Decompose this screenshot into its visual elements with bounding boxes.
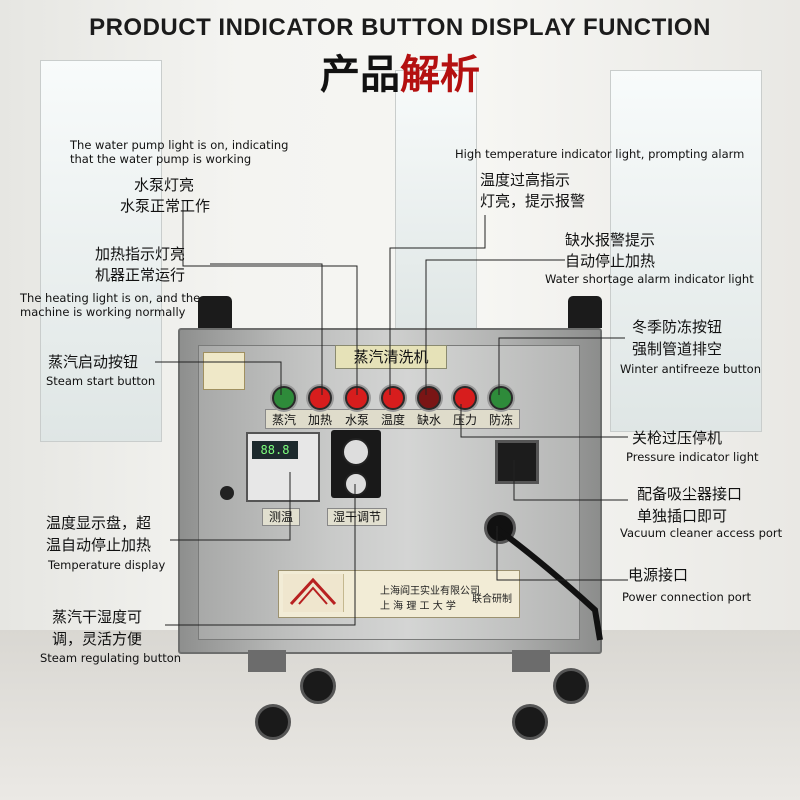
humidity-knob-top[interactable] — [342, 438, 370, 466]
indicator-label-4: 温度 — [380, 413, 405, 427]
indicator-label-1: 蒸汽 — [271, 413, 296, 427]
caster-right-back — [553, 668, 589, 704]
steam-reg-en: Steam regulating button — [40, 651, 182, 665]
indicator-light-4[interactable] — [381, 386, 405, 410]
heating-cn-1: 加热指示灯亮 — [95, 245, 186, 263]
title-cn-analysis: 解析 — [400, 51, 480, 98]
power-cn: 电源接口 — [628, 566, 689, 584]
pressure-en: Pressure indicator light — [626, 450, 759, 464]
handle-right — [568, 296, 602, 328]
caster-left-back — [300, 668, 336, 704]
steam-reg-cn-2: 调，灵活方便 — [52, 630, 143, 648]
indicator-label-3: 水泵 — [344, 413, 369, 427]
pressure-cn: 关枪过压停机 — [632, 429, 723, 447]
steam-start-leader — [155, 361, 282, 395]
antifreeze-en: Winter antifreeze button — [620, 362, 761, 376]
indicator-label-6: 压力 — [452, 413, 477, 427]
water-leader — [425, 259, 565, 395]
indicator-light-5[interactable] — [417, 386, 441, 410]
window-right — [610, 70, 762, 432]
pump-cn-1: 水泵灯亮 — [134, 176, 195, 194]
antifreeze-cn-1: 冬季防冻按钮 — [632, 318, 723, 336]
joint-development: 联合研制 — [472, 594, 512, 605]
caster-mount-left — [248, 650, 286, 672]
water-en: Water shortage alarm indicator light — [545, 272, 754, 286]
vacuum-cn-1: 配备吸尘器接口 — [637, 485, 743, 503]
steam-start-cn: 蒸汽启动按钮 — [48, 353, 139, 371]
temp-display-cn-2: 温自动停止加热 — [46, 536, 152, 554]
vacuum-leader — [513, 460, 628, 501]
indicator-label-5: 缺水 — [416, 413, 441, 427]
pump-leader — [182, 200, 358, 395]
humidity-label: 湿干调节 — [327, 508, 387, 526]
water-cn-1: 缺水报警提示 — [565, 231, 656, 249]
indicator-light-1[interactable] — [272, 386, 296, 410]
heating-en-1: The heating light is on, and the — [20, 291, 201, 305]
indicator-light-6[interactable] — [453, 386, 477, 410]
water-cn-2: 自动停止加热 — [565, 252, 656, 270]
caster-left-front — [255, 704, 291, 740]
temp-display-cn-1: 温度显示盘，超 — [46, 514, 152, 532]
temp-leader — [389, 215, 486, 395]
indicator-light-7[interactable] — [489, 386, 513, 410]
indicator-label-2: 加热 — [307, 413, 332, 427]
page-title-en: PRODUCT INDICATOR BUTTON DISPLAY FUNCTIO… — [89, 14, 711, 41]
temperature-readout: 88.8 — [252, 441, 298, 459]
floor — [0, 630, 800, 800]
vacuum-socket[interactable] — [495, 440, 539, 484]
pressure-leader — [460, 404, 628, 438]
warning-sticker — [203, 352, 245, 390]
power-leader — [496, 526, 628, 581]
vacuum-cn-2: 单独插口即可 — [637, 507, 728, 525]
antifreeze-cn-2: 强制管道排空 — [632, 340, 723, 358]
caster-mount-right — [512, 650, 550, 672]
pump-cn-2: 水泵正常工作 — [120, 197, 211, 215]
page-title-cn: 产品解析 — [0, 42, 800, 100]
temp-display-leader — [170, 472, 291, 541]
brand-logo — [283, 574, 344, 612]
indicator-light-2[interactable] — [308, 386, 332, 410]
heating-cn-2: 机器正常运行 — [95, 266, 186, 284]
machine-nameplate: 蒸汽清洗机 — [335, 345, 447, 369]
steam-start-en: Steam start button — [46, 374, 156, 388]
high-temp-cn-2: 灯亮，提示报警 — [480, 192, 586, 210]
university-name: 上 海 理 工 大 学 — [380, 601, 456, 612]
power-en: Power connection port — [622, 590, 752, 604]
heating-en-2: machine is working normally — [20, 305, 186, 319]
vacuum-en: Vacuum cleaner access port — [620, 526, 783, 540]
brand-plate — [278, 570, 520, 618]
window-left — [40, 60, 162, 442]
high-temp-cn-1: 温度过高指示 — [480, 171, 571, 189]
high-temp-desc: High temperature indicator light, prompt… — [455, 147, 745, 161]
probe-socket[interactable] — [220, 486, 234, 500]
humidity-leader — [165, 484, 356, 626]
indicator-label-7: 防冻 — [488, 413, 513, 427]
temp-display-en: Temperature display — [48, 558, 166, 572]
company-name: 上海阎王实业有限公司 — [380, 586, 480, 597]
antifreeze-leader — [498, 337, 625, 395]
pump-desc-line: The water pump light is on, indicating t… — [70, 138, 289, 166]
steam-reg-cn-1: 蒸汽干湿度可 — [52, 608, 143, 626]
logo-emblem-icon — [289, 577, 337, 606]
power-cable — [494, 525, 603, 641]
handle-left — [198, 296, 232, 328]
title-cn-product: 产品 — [320, 52, 400, 98]
humidity-knob-bottom[interactable] — [344, 472, 368, 496]
caster-right-front — [512, 704, 548, 740]
heating-leader — [210, 263, 323, 395]
